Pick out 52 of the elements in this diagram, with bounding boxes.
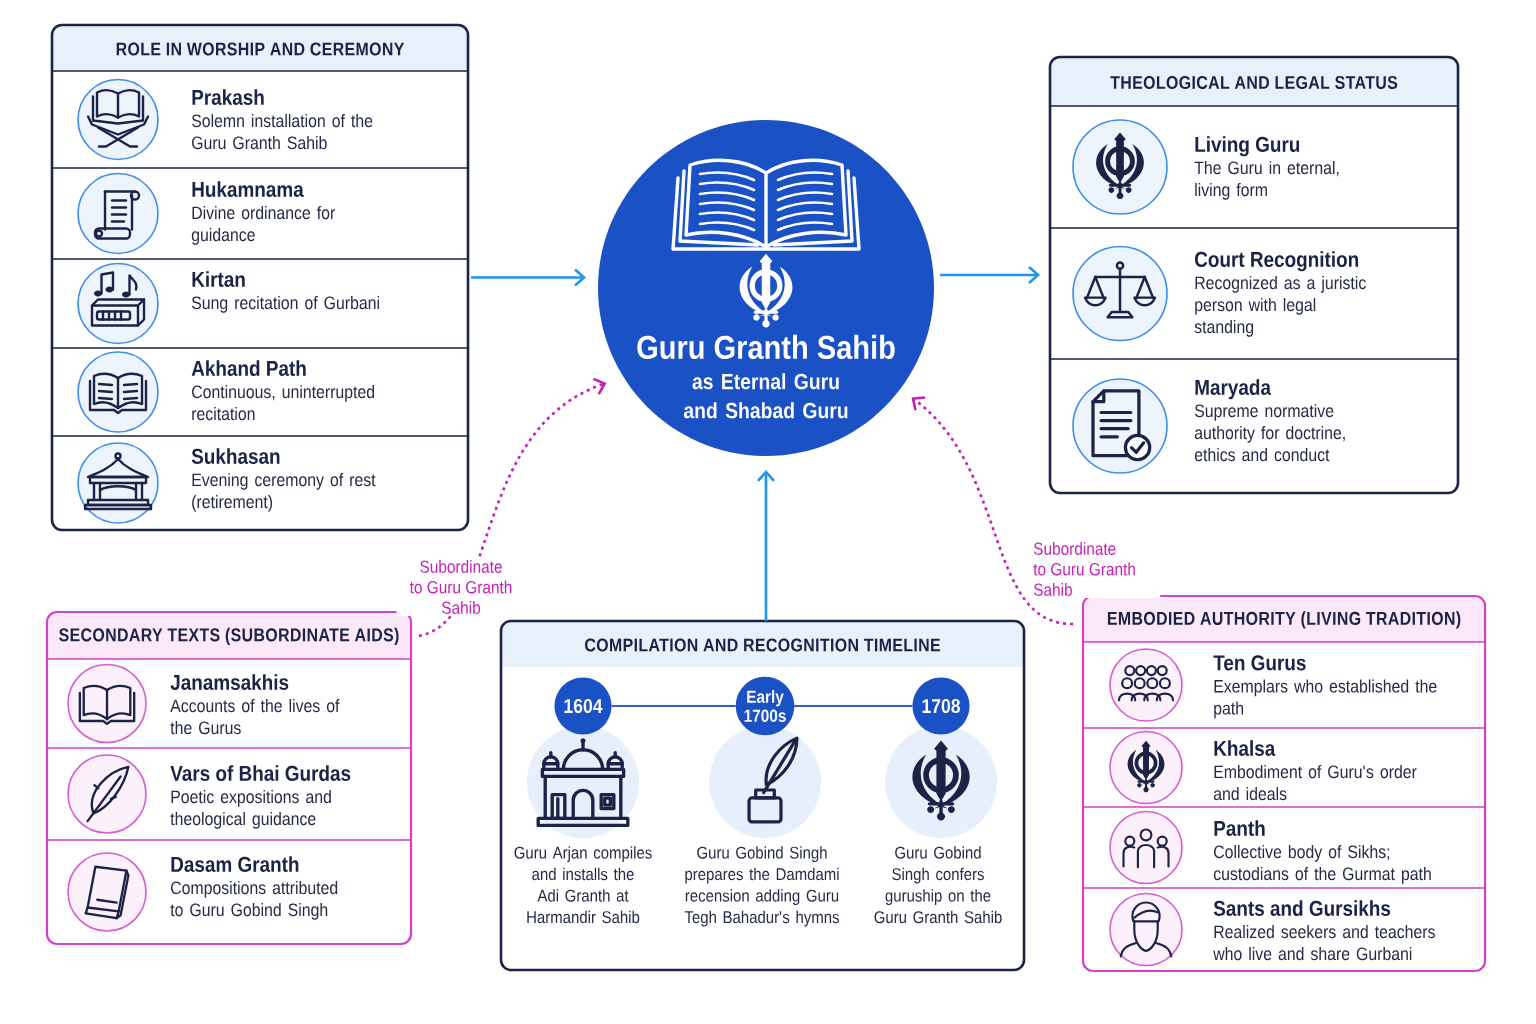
item-title: Dasam Granth xyxy=(171,856,299,872)
item-description: Recognized as a juristic person with legal standing xyxy=(1194,275,1366,337)
arrow xyxy=(940,266,1040,284)
item-description: The Guru in eternal, living form xyxy=(1194,160,1339,200)
item-title: Panth xyxy=(1214,820,1265,836)
panel-heading: SECONDARY TEXTS (SUBORDINATE AIDS) xyxy=(48,613,410,659)
panel-heading: ROLE IN WORSHIP AND CEREMONY xyxy=(53,26,467,71)
item-description: Continuous, uninterrupted recitation xyxy=(192,384,375,421)
item-description: Supreme normative authority for doctrine, ethics and conduct xyxy=(1194,403,1345,462)
item-title: Maryada xyxy=(1195,379,1272,400)
item-description: Sung recitation of Gurbani xyxy=(191,295,379,313)
item-description: Compositions attributed to Guru Gobind Singh xyxy=(170,880,338,920)
item-title: Kirtan xyxy=(192,271,245,287)
hub-title: Guru Granth Sahib xyxy=(637,334,895,360)
item-title: Sukhasan xyxy=(191,448,280,464)
item-description: Realized seekers and teachers who live and share Gurbani xyxy=(1213,924,1435,961)
panel-heading: COMPILATION AND RECOGNITION TIMELINE xyxy=(502,622,1023,667)
item-description: Divine ordinance for guidance xyxy=(191,205,335,245)
edge-label: Subordinate to Guru Granth Sahib xyxy=(396,558,526,616)
item-title: Akhand Path xyxy=(191,360,306,376)
item-description: Embodiment of Guru's order and ideals xyxy=(1213,764,1417,801)
item-description: Collective body of Sikhs; custodians of the Gurmat path xyxy=(1213,844,1431,884)
year-badge: 1708 xyxy=(912,677,970,735)
item-title: Hukamnama xyxy=(192,181,304,197)
item-title: Living Guru xyxy=(1195,136,1300,157)
panel-heading: THEOLOGICAL AND LEGAL STATUS xyxy=(1051,58,1457,106)
item-title: Vars of Bhai Gurdas xyxy=(170,765,351,781)
event-description: Guru Gobind Singh prepares the Damdami recension adding Guru Tegh Bahadur's hymns xyxy=(684,846,839,927)
event-description: Guru Gobind Singh confers guruship on the Guru Granth Sahib xyxy=(874,846,1002,924)
connector-line xyxy=(610,705,737,707)
item-description: Poetic expositions and theological guidance xyxy=(170,789,331,829)
item-title: Janamsakhis xyxy=(170,674,289,690)
event-description: Guru Arjan compiles and installs the Adi Granth at Harmandir Sahib xyxy=(514,846,652,924)
item-description: Accounts of the lives of the Gurus xyxy=(170,698,340,735)
year-badge: 1604 xyxy=(554,677,612,735)
year-badge: Early 1700s xyxy=(735,676,795,736)
dashed-arrow xyxy=(911,396,1074,626)
edge-label: Subordinate to Guru Granth Sahib xyxy=(1031,540,1161,598)
item-title: Court Recognition xyxy=(1195,251,1359,272)
panel-heading: EMBODIED AUTHORITY (LIVING TRADITION) xyxy=(1084,597,1484,642)
item-title: Sants and Gursikhs xyxy=(1213,900,1391,916)
arrow xyxy=(757,470,775,621)
item-title: Khalsa xyxy=(1214,740,1276,756)
arrow xyxy=(471,268,586,287)
hub-circle xyxy=(598,120,934,456)
hub-subtitle: as Eternal Guru and Shabad Guru xyxy=(683,373,848,419)
connector-line xyxy=(793,705,914,707)
item-description: Evening ceremony of rest (retirement) xyxy=(192,472,376,512)
item-description: Solemn installation of the Guru Granth Sahib xyxy=(191,113,373,150)
item-title: Ten Gurus xyxy=(1213,655,1306,671)
item-description: Exemplars who established the path xyxy=(1214,679,1437,719)
item-title: Prakash xyxy=(192,89,264,105)
